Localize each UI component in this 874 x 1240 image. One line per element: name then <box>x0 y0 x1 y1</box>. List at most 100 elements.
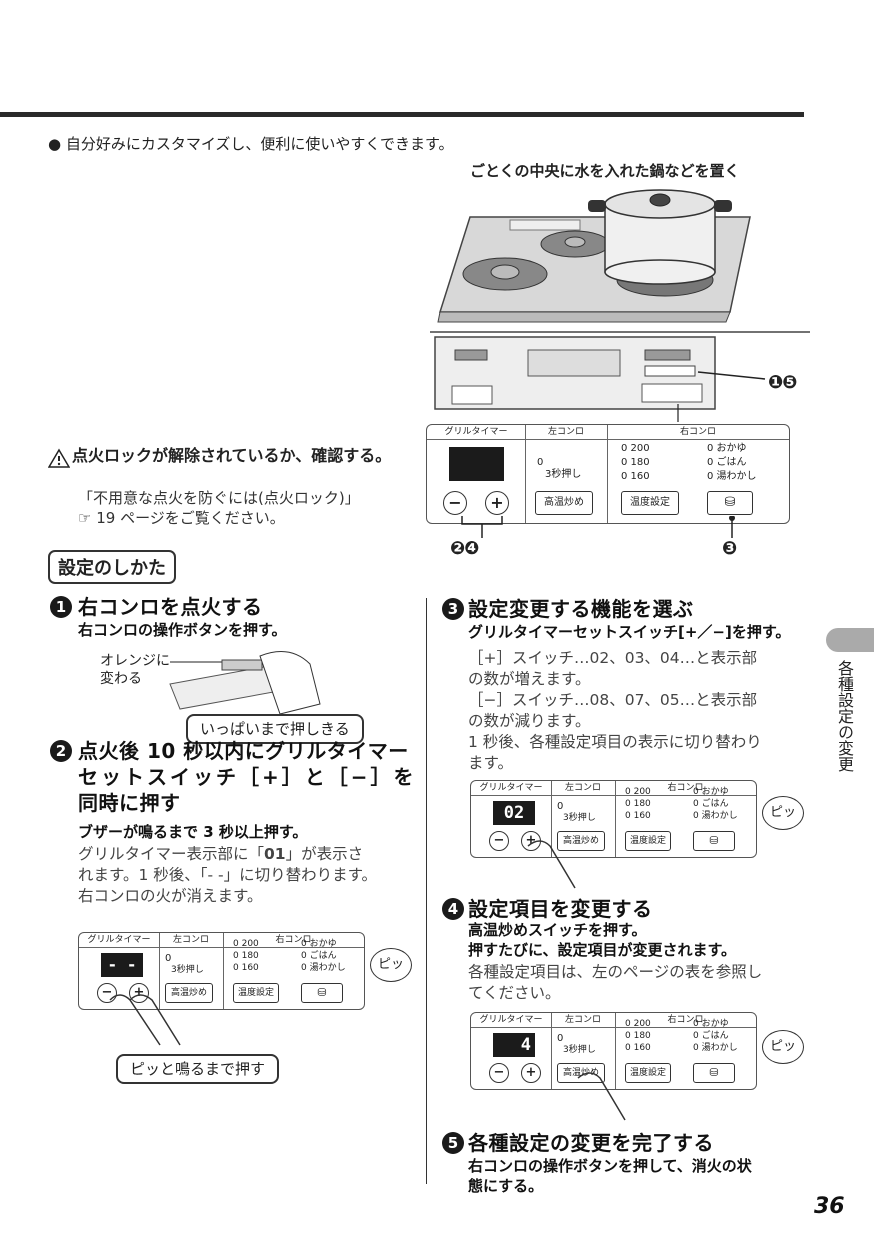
step4-title: 設定項目を変更する <box>468 897 653 921</box>
opt-180: 0 180 <box>621 457 650 468</box>
p3-grill-label: グリルタイマー <box>471 781 551 796</box>
step2-display: - - <box>101 953 143 977</box>
p4-okayu: 0 おかゆ <box>693 1019 729 1029</box>
step5-number: 5 <box>442 1132 464 1154</box>
p4-temp-button[interactable]: 温度設定 <box>625 1063 671 1083</box>
step3-l4: の数が減ります。 <box>468 712 591 730</box>
opt-160: 0 160 <box>621 471 650 482</box>
p4-plus-button[interactable]: + <box>521 1063 541 1083</box>
p3-yuwakashi: 0 湯わかし <box>693 811 738 821</box>
panel-grill-label: グリルタイマー <box>427 425 525 440</box>
step5-sub2: 態にする。 <box>468 1177 544 1195</box>
p4-minus-button[interactable]: − <box>489 1063 509 1083</box>
step4-sub1: 高温炒めスイッチを押す。 <box>468 921 647 939</box>
p3-180: 0 180 <box>625 799 651 809</box>
illustration-caption: ごとくの中央に水を入れた鍋などを置く <box>470 162 740 180</box>
step4-badge: 4 <box>442 898 464 920</box>
step2-beep-bubble: ピッ <box>370 948 412 982</box>
p4-zero: 0 <box>557 1033 564 1044</box>
step2-badge: 2 <box>50 740 72 762</box>
p3-temp-button[interactable]: 温度設定 <box>625 831 671 851</box>
step2-body-l1b: 」が表示さ <box>285 845 364 863</box>
p2-temp-button[interactable]: 温度設定 <box>233 983 279 1003</box>
page-number: 36 <box>814 1194 845 1219</box>
callout-lines <box>461 516 735 538</box>
step2-title-l2: セットスイッチ［+］と［−］を <box>78 765 417 789</box>
step3-badge: 3 <box>442 598 464 620</box>
p4-right-label: 右コンロ <box>615 1013 756 1028</box>
p3-okayu: 0 おかゆ <box>693 787 729 797</box>
p2-pot-rice-icon[interactable]: ⛁ <box>301 983 343 1003</box>
p2-yuwakashi: 0 湯わかし <box>301 963 346 973</box>
p3-pot-rice-icon[interactable]: ⛁ <box>693 831 735 851</box>
pot-rice-icon[interactable]: ⛁ <box>707 491 753 515</box>
panel-left-stove-section: 左コンロ 0 3秒押し 高温炒め <box>525 425 608 523</box>
p2-160: 0 160 <box>233 963 259 973</box>
p3-zero: 0 <box>557 801 564 812</box>
step3-number: 3 <box>442 598 464 620</box>
callout-1-5: ❶❺ <box>768 372 798 393</box>
step4-panel: グリルタイマー 4 − + 左コンロ 0 3秒押し 高温炒め 右コンロ 0 20… <box>470 1012 757 1090</box>
panel-grill-display <box>449 447 504 481</box>
p4-180: 0 180 <box>625 1031 651 1041</box>
step2-title-l3: 同時に押す <box>78 791 181 815</box>
step2-title-l1: 点火後 10 秒以内にグリルタイマー <box>78 739 409 763</box>
step3-l3: ［−］スイッチ…08、07、05…と表示部 <box>468 691 758 709</box>
p4-200: 0 200 <box>625 1019 651 1029</box>
p3-left-label: 左コンロ <box>551 781 615 796</box>
warning-line2[interactable]: 19 ページをご覧ください。 <box>96 509 285 527</box>
step2-number: 2 <box>50 740 72 762</box>
step1-title: 右コンロを点火する <box>78 595 263 619</box>
step3-l5: 1 秒後、各種設定項目の表示に切り替わり <box>468 733 762 751</box>
step3-display: 02 <box>493 801 535 825</box>
p2-gohan: 0 ごはん <box>301 951 337 961</box>
p4-yuwakashi: 0 湯わかし <box>693 1043 738 1053</box>
opt-200: 0 200 <box>621 443 650 454</box>
step2-pill: ピッと鳴るまで押す <box>116 1054 280 1084</box>
p4-pot-rice-icon[interactable]: ⛁ <box>693 1063 735 1083</box>
p4-high-temp-button[interactable]: 高温炒め <box>557 1063 605 1083</box>
p2-grill-label: グリルタイマー <box>79 933 159 948</box>
opt-gohan: 0 ごはん <box>707 457 747 468</box>
step3-finger-icon <box>527 840 576 889</box>
step4-number: 4 <box>442 898 464 920</box>
step1-label-orange: オレンジに <box>100 653 170 669</box>
step4-l1: 各種設定項目は、左のページの表を参照し <box>468 963 763 981</box>
p3-high-temp-button[interactable]: 高温炒め <box>557 831 605 851</box>
minus-button[interactable]: − <box>443 491 467 515</box>
step5-title: 各種設定の変更を完了する <box>468 1131 714 1155</box>
step2-body-l3: 右コンロの火が消えます。 <box>78 887 263 905</box>
panel-3sec-label: 3秒押し <box>545 469 582 480</box>
high-temp-stirfry-button[interactable]: 高温炒め <box>535 491 593 515</box>
step5-sub1: 右コンロの操作ボタンを押して、消火の状 <box>468 1157 752 1175</box>
p2-180: 0 180 <box>233 951 259 961</box>
step3-l1: ［+］スイッチ…02、03、04…と表示部 <box>468 649 758 667</box>
plus-button[interactable]: + <box>485 491 509 515</box>
p4-grill-label: グリルタイマー <box>471 1013 551 1028</box>
step2-finger-icon <box>109 994 181 1046</box>
warning-title: 点火ロックが解除されているか、確認する。 <box>72 446 392 465</box>
panel-zero-label: 0 <box>537 457 544 468</box>
temp-setting-button[interactable]: 温度設定 <box>621 491 679 515</box>
p2-okayu: 0 おかゆ <box>301 939 337 949</box>
intro-text: ● 自分好みにカスタマイズし、便利に使いやすくできます。 <box>48 135 454 153</box>
p3-minus-button[interactable]: − <box>489 831 509 851</box>
step4-l2: てください。 <box>468 984 561 1002</box>
step3-panel: グリルタイマー 02 − + 左コンロ 0 3秒押し 高温炒め 右コンロ 0 2… <box>470 780 757 858</box>
p3-160: 0 160 <box>625 811 651 821</box>
panel-grill-section: グリルタイマー − + <box>427 425 526 523</box>
button-press-illustration <box>169 651 321 715</box>
p2-plus-button[interactable]: + <box>129 983 149 1003</box>
p4-gohan: 0 ごはん <box>693 1031 729 1041</box>
callout-2-4: ❷❹ <box>450 538 480 559</box>
step1-number: 1 <box>50 596 72 618</box>
p2-high-temp-button[interactable]: 高温炒め <box>165 983 213 1003</box>
top-rule <box>0 112 804 117</box>
p4-160: 0 160 <box>625 1043 651 1053</box>
step1-label-change: 変わる <box>100 671 142 687</box>
p2-zero: 0 <box>165 953 172 964</box>
step1-pill: いっぱいまで押しきる <box>186 714 364 744</box>
p4-3sec: 3秒押し <box>563 1045 596 1055</box>
p3-200: 0 200 <box>625 787 651 797</box>
panel-right-stove-section: 右コンロ 0 200 0 180 0 160 0 おかゆ 0 ごはん 0 湯わか… <box>607 425 789 523</box>
